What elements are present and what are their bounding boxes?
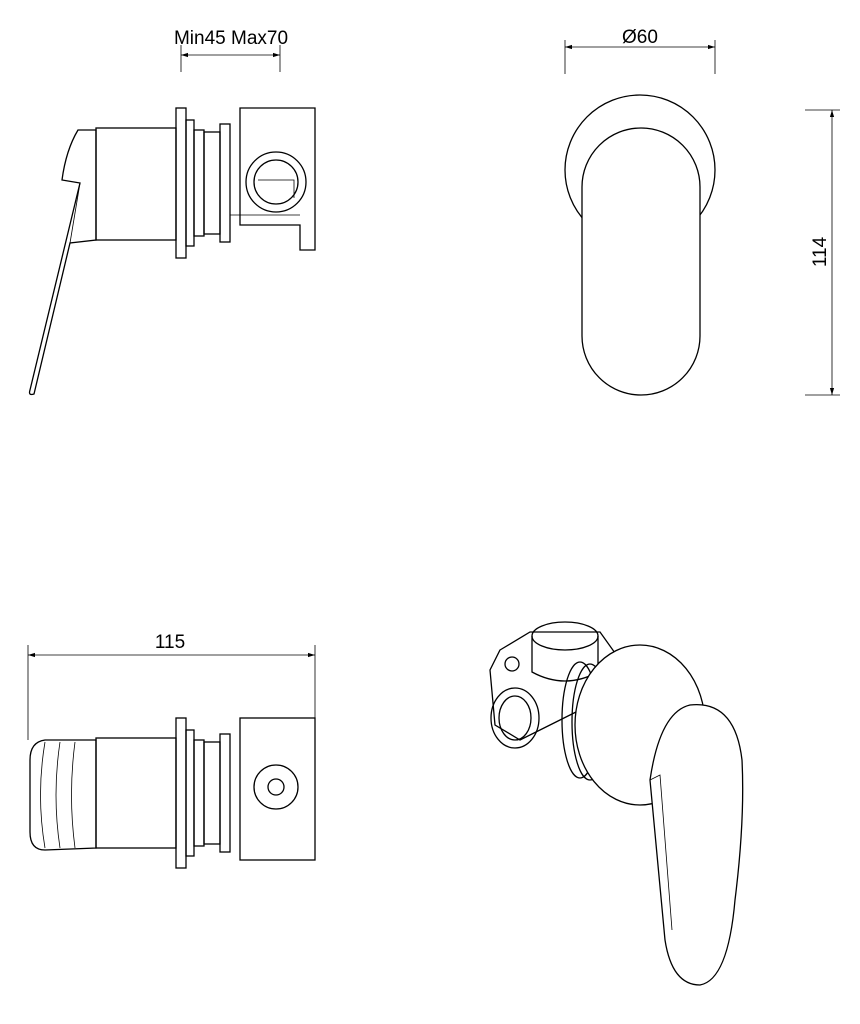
dimension-height: 114 [805, 109, 840, 396]
top-view: 115 [27, 632, 316, 869]
dimension-diameter: Ø60 [564, 27, 716, 74]
lever-front [581, 127, 701, 396]
outlet-port [245, 151, 307, 213]
wall-flange [175, 107, 187, 259]
dimension-wall-depth: Min45 Max70 [174, 28, 288, 72]
isometric-view [489, 621, 744, 986]
length-label: 115 [155, 632, 185, 653]
side-view-top: Min45 Max70 [28, 28, 316, 396]
valve-body [239, 107, 316, 251]
body-cylinder [95, 127, 177, 241]
lever-handle [28, 129, 97, 396]
diameter-label: Ø60 [622, 27, 658, 48]
lever-iso [649, 704, 744, 986]
wall-depth-label: Min45 Max70 [174, 28, 288, 49]
front-view: Ø60 114 [564, 27, 840, 396]
lever-top [29, 739, 97, 851]
dimension-length: 115 [27, 632, 316, 740]
height-label: 114 [810, 236, 831, 267]
